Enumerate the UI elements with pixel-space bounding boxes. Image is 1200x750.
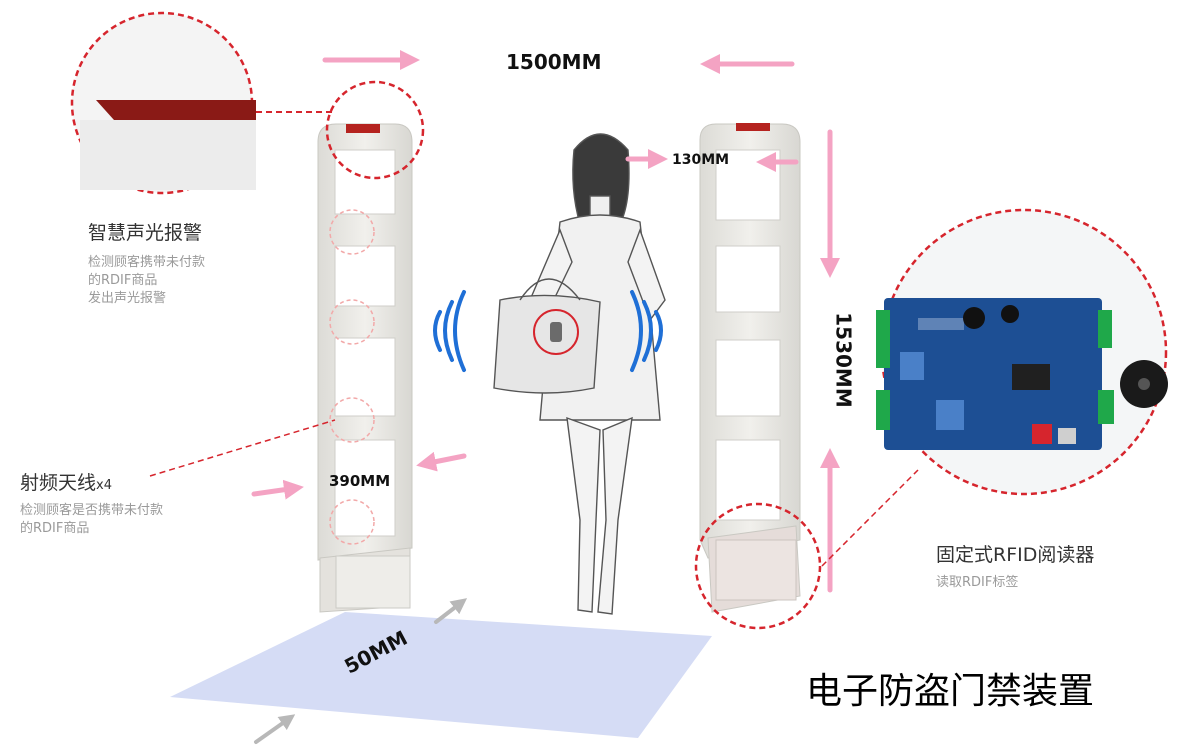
left-gate bbox=[317, 123, 413, 613]
antenna-count: x4 bbox=[96, 478, 112, 493]
floor-mat bbox=[170, 612, 712, 738]
antenna-feature-desc: 检测顾客是否携带未付款 的RDIF商品 bbox=[20, 503, 164, 536]
antenna-markers bbox=[329, 209, 375, 545]
rfid-tag bbox=[550, 322, 562, 342]
person-figure bbox=[529, 133, 666, 615]
tag-callout bbox=[533, 309, 579, 355]
alarm-callout bbox=[70, 11, 425, 195]
signal-waves-left bbox=[433, 290, 466, 372]
width-dimension-label: 1500MM bbox=[506, 50, 602, 74]
dimension-arrows bbox=[251, 50, 840, 593]
alarm-feature-desc: 检测顾客携带未付款 的RDIF商品 发出声光报警 bbox=[88, 255, 206, 306]
alarm-feature-title: 智慧声光报警 bbox=[88, 222, 203, 244]
left-alarm-light bbox=[346, 124, 380, 133]
right-gate bbox=[699, 123, 801, 613]
reader-feature-title: 固定式RFID阅读器 bbox=[936, 544, 1095, 566]
height-dimension-label: 1530MM bbox=[831, 312, 856, 408]
antenna-feature-title: 射频天线x4 bbox=[20, 472, 112, 494]
footer-title: 电子防盗门禁装置 bbox=[806, 671, 1095, 712]
floor-arrows bbox=[254, 598, 468, 744]
gap-dimension-label: 130MM bbox=[672, 152, 730, 168]
antenna-callout-line bbox=[149, 419, 336, 477]
reader-feature-desc: 读取RDIF标签 bbox=[936, 575, 1019, 590]
frame-dimension-label: 390MM bbox=[329, 472, 391, 490]
right-alarm-light bbox=[736, 123, 770, 131]
signal-waves-right bbox=[630, 290, 663, 372]
reader-callout bbox=[694, 208, 1168, 630]
